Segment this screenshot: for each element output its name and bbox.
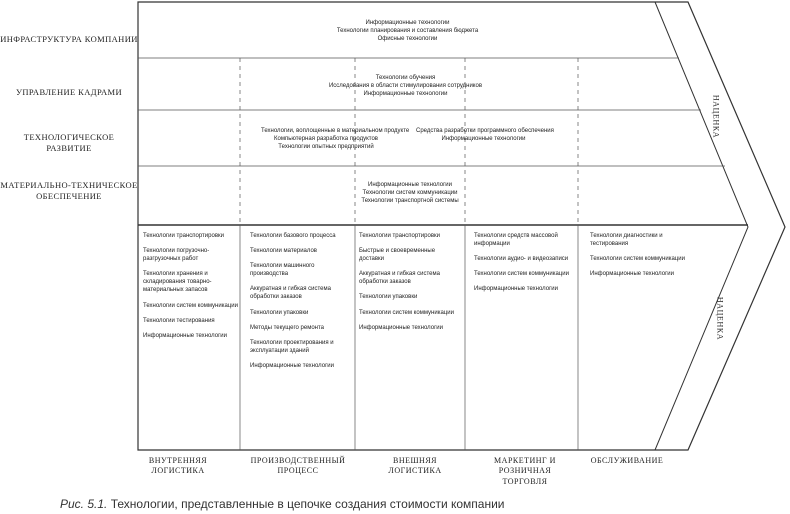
primary-item: Технологии хранения и складирования това… (143, 271, 212, 294)
support-items-hr: Технологии обучения Исследования в облас… (328, 74, 483, 98)
primary-items-marketing: Технологии средств массовой информации Т… (474, 232, 574, 300)
support-item: Технологии транспортной системы (361, 198, 459, 205)
primary-item: Технологии погрузочно-разгрузочных работ (143, 248, 210, 263)
primary-item: Технологии машинного производства (250, 263, 315, 278)
primary-item: Информационные технологии (250, 362, 334, 369)
support-item: Средства разработки программного обеспеч… (416, 128, 554, 134)
support-item: Компьютерная разработка продуктов (274, 136, 378, 143)
primary-item: Технологии аудио- и видеозаписи (474, 256, 569, 263)
figure-caption-text: Технологии, представленные в цепочке соз… (110, 497, 505, 511)
primary-item: Технологии средств массовой информации (474, 233, 558, 248)
primary-item: Технологии транспортировки (143, 233, 224, 239)
support-item: Технологии обучения (375, 75, 436, 81)
support-item: Исследования в области стимулирования со… (328, 83, 483, 90)
support-item: Информационные технологии (368, 182, 452, 188)
primary-item: Технологии материалов (250, 248, 317, 255)
support-item: Технологии, воплощенные в материальном п… (261, 128, 410, 134)
support-items-tech-dev-right: Средства разработки программного обеспеч… (416, 127, 554, 143)
primary-item: Информационные технологии (143, 332, 227, 339)
primary-item: Технологии проектирования и эксплуатации… (250, 339, 334, 354)
primary-item: Технологии упаковки (359, 294, 418, 301)
margin-label-bottom: НАЦЕНКА (715, 296, 725, 341)
primary-item: Информационные технологии (590, 271, 674, 278)
primary-item: Технологии упаковки (250, 309, 309, 316)
primary-item: Информационные технологии (474, 286, 558, 293)
primary-label-operations: ПРОИЗВОДСТВЕННЫЙ ПРОЦЕСС (250, 456, 346, 476)
primary-item: Технологии систем коммуникации (359, 309, 454, 316)
support-items-infrastructure: Информационные технологии Технологии пла… (330, 19, 485, 43)
primary-item: Быстрые и своевременные доставки (359, 248, 436, 263)
margin-label-top: НАЦЕНКА (711, 94, 721, 139)
primary-item: Технологии систем коммуникации (590, 256, 685, 263)
support-items-tech-dev-left: Технологии, воплощенные в материальном п… (261, 127, 410, 151)
support-item: Технологии планирования и составления бю… (336, 28, 479, 35)
support-label-procurement: МАТЕРИАЛЬНО-ТЕХНИЧЕСКОЕ ОБЕСПЕЧЕНИЕ (0, 180, 138, 201)
primary-label-outbound: ВНЕШНЯЯ ЛОГИСТИКА (388, 456, 442, 476)
primary-item: Аккуратная и гибкая система обработки за… (250, 286, 331, 301)
support-label-infrastructure: ИНФРАСТРУКТУРА КОМПАНИИ (0, 34, 138, 44)
support-item: Технологии систем коммуникации (362, 190, 458, 197)
primary-label-service: ОБСЛУЖИВАНИЕ (590, 456, 664, 465)
support-label-tech-dev: ТЕХНОЛОГИЧЕСКОЕ РАЗВИТИЕ (23, 132, 115, 153)
figure-number: Рис. 5.1. (60, 497, 108, 511)
primary-label-marketing: МАРКЕТИНГ И РОЗНИЧНАЯ ТОРГОВЛЯ (494, 456, 556, 486)
primary-items-inbound: Технологии транспортировки Технологии по… (143, 232, 243, 347)
support-item: Информационные технологии (441, 136, 526, 143)
primary-item: Информационные технологии (359, 324, 443, 331)
primary-item: Методы текущего ремонта (250, 324, 325, 331)
margin-boundary (654, 1, 749, 451)
support-item: Информационные технологии (363, 91, 448, 98)
primary-items-operations: Технологии базового процесса Технологии … (250, 232, 350, 377)
primary-items-service: Технологии диагностики и тестирования Те… (590, 232, 685, 285)
figure-caption: Рис. 5.1. Технологии, представленные в ц… (60, 497, 505, 511)
chain-outline (137, 1, 786, 451)
primary-item: Технологии диагностики и тестирования (590, 233, 663, 248)
support-item: Информационные технологии (365, 20, 450, 26)
support-label-hr: УПРАВЛЕНИЕ КАДРАМИ (15, 87, 123, 97)
primary-item: Аккуратная и гибкая система обработки за… (359, 271, 440, 286)
support-item: Технологии опытных предприятий (278, 144, 374, 151)
primary-item: Технологии систем коммуникации (143, 302, 238, 309)
support-item: Офисные технологии (377, 36, 438, 43)
primary-item: Технологии систем коммуникации (474, 271, 569, 278)
primary-item: Технологии тестирования (143, 317, 215, 324)
primary-label-inbound: ВНУТРЕННЯЯ ЛОГИСТИКА (148, 456, 208, 476)
primary-item: Технологии транспортировки (359, 233, 440, 239)
support-items-procurement: Информационные технологии Технологии сис… (355, 181, 465, 205)
primary-item: Технологии базового процесса (250, 233, 336, 239)
primary-items-outbound: Технологии транспортировки Быстрые и сво… (359, 232, 459, 339)
